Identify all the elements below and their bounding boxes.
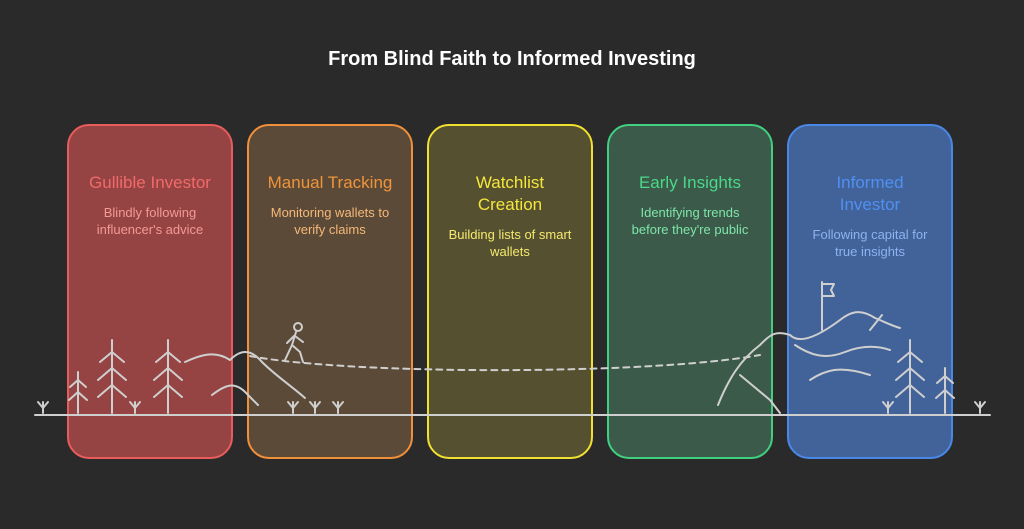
stage-heading: Manual Tracking	[267, 173, 393, 192]
stage-description: Identifying trends before they're public	[631, 205, 749, 237]
stage-description: Monitoring wallets to verify claims	[270, 205, 390, 237]
stage-heading: Watchlist Creation	[475, 173, 545, 214]
dashed-path	[249, 354, 761, 372]
hills	[184, 311, 901, 414]
stage-description: Following capital for true insights	[812, 227, 928, 259]
stage-heading: Early Insights	[638, 173, 742, 192]
diagram-title: From Blind Faith to Informed Investing	[328, 48, 696, 70]
flag-icon	[821, 281, 835, 331]
stage-heading: Informed Investor	[836, 173, 904, 214]
tree-icons	[68, 339, 955, 414]
stage-heading: Gullible Investor	[89, 173, 211, 192]
grass-icons	[37, 401, 986, 414]
stage-description: Building lists of smart wallets	[448, 227, 572, 259]
stage-description: Blindly following influencer's advice	[96, 205, 204, 237]
hiker-icon	[284, 322, 304, 363]
